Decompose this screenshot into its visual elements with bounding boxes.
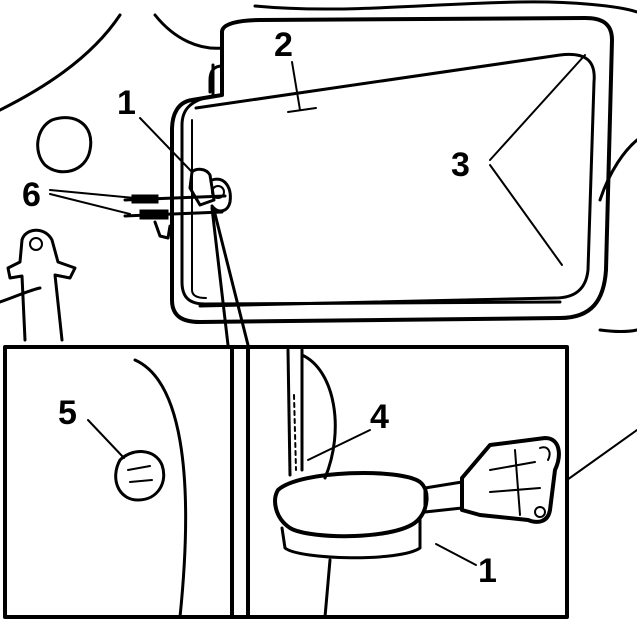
callout-4-glass-channel: 4 (370, 398, 389, 436)
inner-panel-hole (36, 116, 93, 174)
leader-lines (49, 54, 637, 566)
detail-inset (3, 206, 569, 619)
detail-left (114, 358, 188, 619)
glass-run-channel (180, 63, 562, 306)
callout-2-door-glass: 2 (274, 26, 293, 64)
window-regulator-bracket (123, 167, 232, 240)
callout-1-regulator-arm: 1 (478, 552, 497, 590)
seat-belt (6, 228, 77, 342)
callout-1-regulator-bolt: 1 (117, 84, 136, 122)
door-glass (170, 16, 614, 324)
door-outline (0, 0, 637, 333)
callout-3-glass-run: 3 (451, 146, 470, 184)
callout-6-bolts: 6 (22, 176, 41, 214)
callout-5-service-hole: 5 (58, 394, 77, 432)
detail-right (273, 348, 561, 619)
